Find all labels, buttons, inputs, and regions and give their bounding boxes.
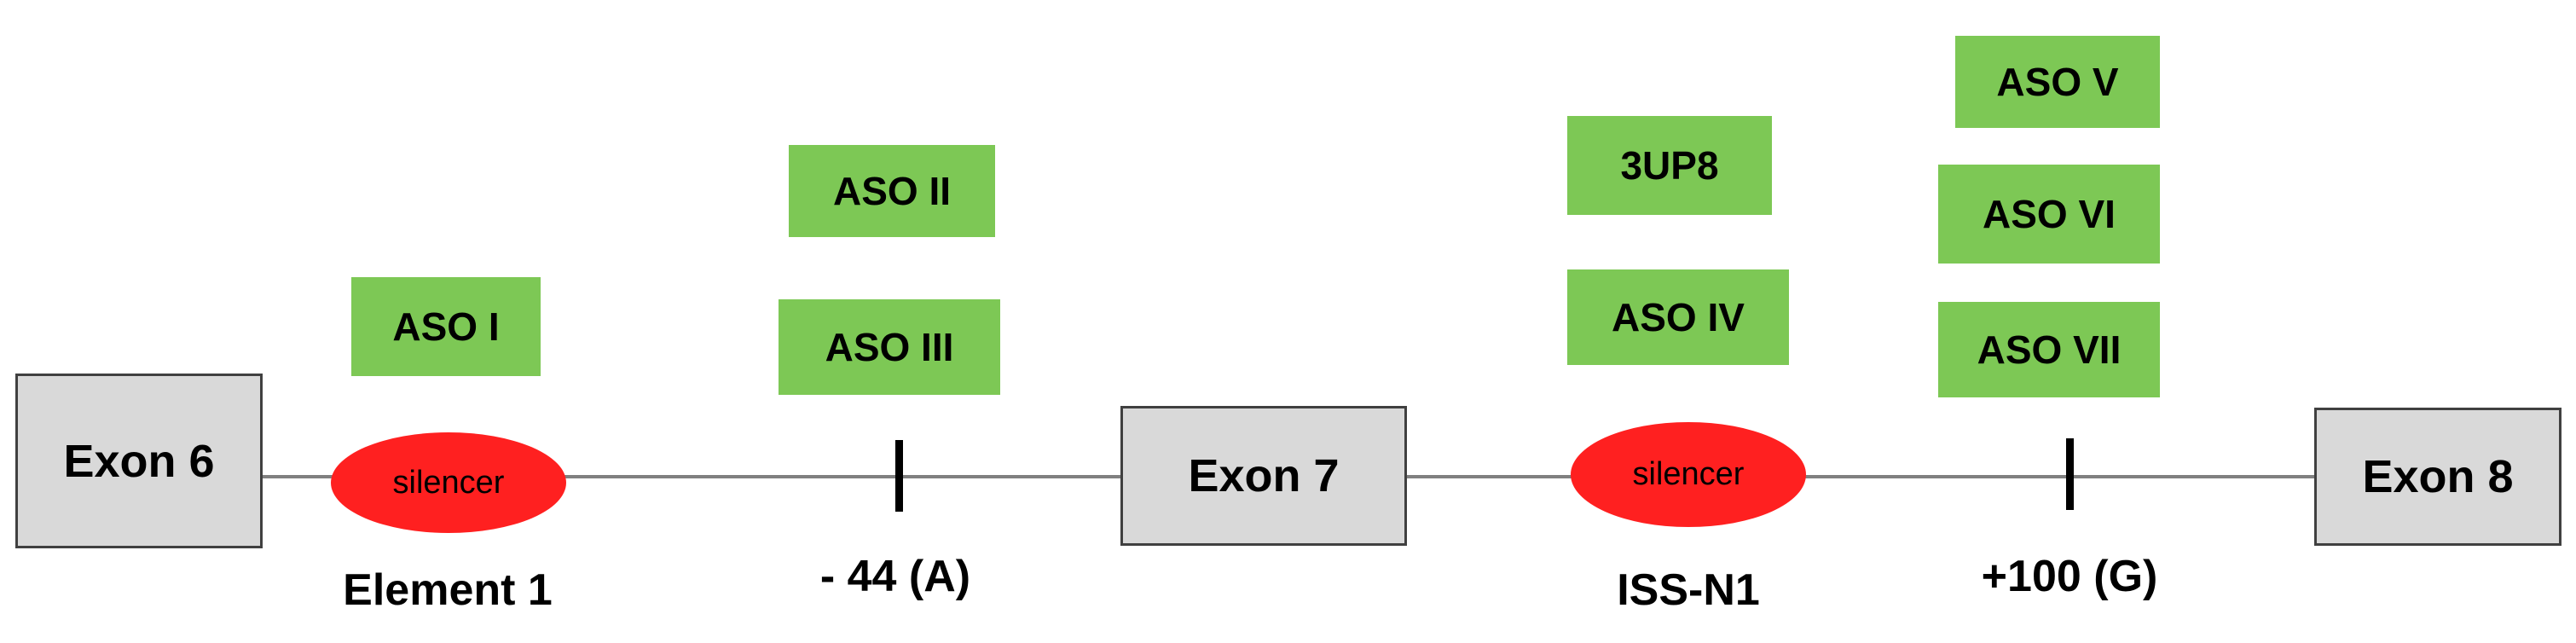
silencer-element-1: silencer [331,432,566,533]
silencer-iss-n1: silencer [1571,422,1806,527]
iss-n1-label: ISS-N1 [1617,565,1760,615]
marker-minus-44-label: - 44 (A) [819,552,971,601]
aso-i-box: ASO I [351,277,541,376]
intron-line-6-7 [261,475,1122,478]
exon-6-box: Exon 6 [15,374,263,548]
aso-iii-box: ASO III [779,299,1000,395]
marker-tick-plus-100 [2066,438,2074,510]
aso-vi-box: ASO VI [1938,165,2160,264]
aso-iv-box: ASO IV [1567,269,1789,365]
aso-v-box: ASO V [1955,36,2160,128]
marker-plus-100-label: +100 (G) [1981,552,2158,601]
intron-line-7-8 [1405,475,2316,478]
element-1-label: Element 1 [343,565,553,615]
aso-ii-box: ASO II [789,145,995,237]
marker-tick-minus-44 [895,440,903,512]
aso-3up8-box: 3UP8 [1567,116,1772,215]
aso-vii-box: ASO VII [1938,302,2160,397]
exon-8-box: Exon 8 [2314,408,2562,546]
exon-7-box: Exon 7 [1120,406,1407,546]
